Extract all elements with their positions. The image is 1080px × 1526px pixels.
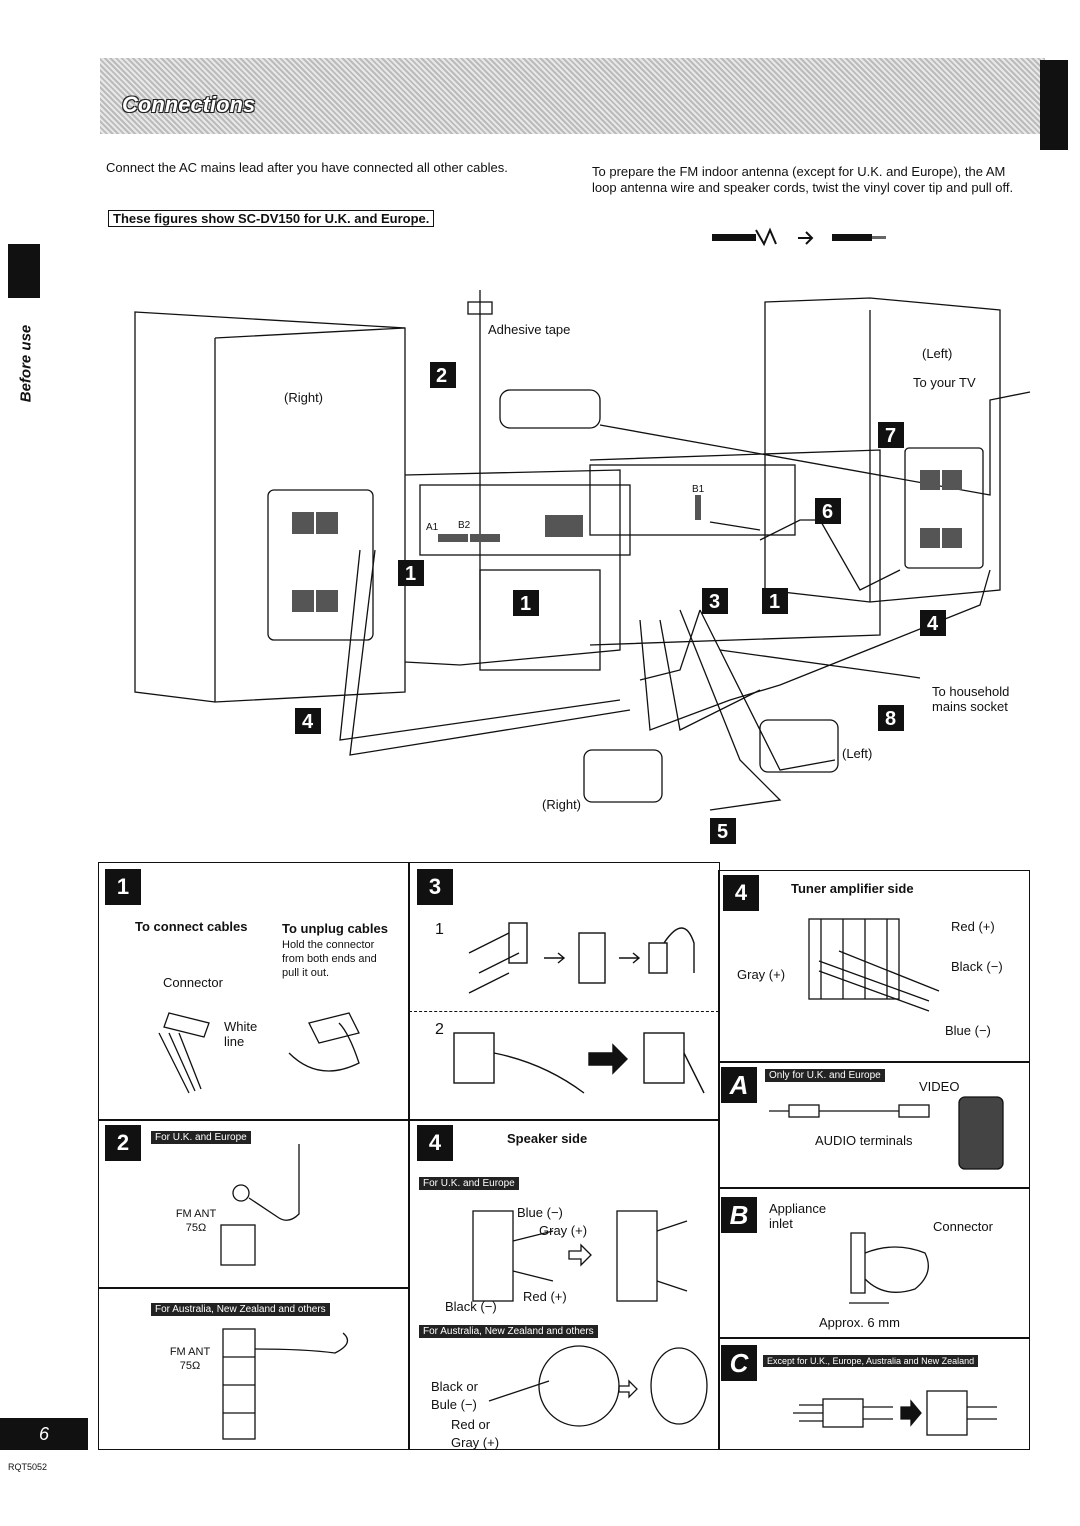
panel-4a-number: 4: [723, 875, 759, 911]
audio-terminals-label: AUDIO terminals: [815, 1133, 913, 1148]
svg-text:1: 1: [769, 591, 780, 613]
page-title: Connections: [122, 92, 256, 117]
panel-4b-badge-uk: For U.K. and Europe: [419, 1177, 519, 1190]
svg-text:8: 8: [885, 708, 896, 730]
speaker-terminal-illustration: [472, 1210, 708, 1427]
connection-diagram: 2 1 1 3 1 6 7 4 4 8 5 A1 B2 B1: [134, 290, 1031, 844]
panel-4-speaker: 4 Speaker side For U.K. and Europe Blue …: [408, 1120, 720, 1450]
tuner-side-title: Tuner amplifier side: [791, 881, 914, 896]
header-banner: Connections: [100, 58, 1045, 134]
panel-c-badge: Except for U.K., Europe, Australia and N…: [763, 1355, 979, 1367]
panel-b: B Appliance inlet Connector Approx. 6 mm: [718, 1188, 1030, 1338]
panel-3-number: 3: [417, 869, 453, 905]
speaker-cable-steps: [453, 922, 705, 1094]
video-label: VIDEO: [919, 1079, 960, 1094]
panel-3: 3 1 2: [408, 862, 720, 1120]
to-tv-label: To your TV: [913, 375, 976, 390]
section-label: Before use: [17, 324, 35, 403]
intro-right: To prepare the FM indoor antenna (except…: [592, 164, 1014, 195]
panel-3-step-2: 2: [435, 1021, 444, 1038]
svg-text:A1: A1: [426, 522, 439, 533]
bule-label: Bule (−): [431, 1397, 477, 1412]
svg-text:5: 5: [717, 821, 728, 843]
left-sub-label: (Left): [842, 746, 873, 761]
panel-2: 2 For U.K. and Europe FM ANT 75Ω: [98, 1120, 410, 1288]
twist-illustration: [712, 227, 886, 247]
svg-text:B2: B2: [458, 520, 471, 531]
appliance-inlet-label: Appliance inlet: [769, 1201, 827, 1231]
page-number: 6: [0, 1418, 88, 1450]
unplug-cables-label: To unplug cables: [282, 921, 388, 936]
fm-antenna-uk: [220, 1144, 300, 1266]
document-code: RQT5052: [8, 1462, 48, 1472]
panel-3-divider: [409, 1011, 719, 1012]
adhesive-tape-label: Adhesive tape: [488, 322, 571, 337]
panel-1-number: 1: [105, 869, 141, 905]
connector-illustration: [158, 1012, 360, 1094]
panel-4b-badge-au: For Australia, New Zealand and others: [419, 1325, 598, 1338]
fm-ant-label-2: FM ANT 75Ω: [169, 1346, 211, 1372]
speaker-gray-label: Gray (+): [539, 1223, 588, 1238]
fm-ant-label-1: FM ANT 75Ω: [175, 1208, 217, 1234]
white-line-label: White line: [224, 1019, 258, 1049]
household-label: To household mains socket: [932, 684, 1010, 714]
tuner-terminal-illustration: [808, 918, 940, 1012]
connect-cables-label: To connect cables: [135, 919, 248, 934]
speaker-black-label: Black (−): [445, 1299, 497, 1314]
panel-a-badge: Only for U.K. and Europe: [765, 1069, 885, 1082]
speaker-side-title: Speaker side: [507, 1131, 588, 1146]
tuner-black-label: Black (−): [951, 959, 1003, 974]
panel-1: 1 To connect cables To unplug cables Hol…: [98, 862, 410, 1120]
edge-mark: [1040, 60, 1068, 150]
svg-text:B1: B1: [692, 484, 705, 495]
panel-a-letter: A: [721, 1067, 757, 1103]
svg-text:4: 4: [927, 613, 939, 635]
panel-c: C Except for U.K., Europe, Australia and…: [718, 1338, 1030, 1450]
connector-b-label: Connector: [933, 1219, 993, 1234]
svg-text:4: 4: [302, 711, 314, 733]
panel-2-number: 2: [105, 1125, 141, 1161]
figure-note: These figures show SC-DV150 for U.K. and…: [108, 210, 435, 227]
connector-label: Connector: [163, 975, 223, 990]
scart-illustration: [769, 1096, 1004, 1170]
intro-left: Connect the AC mains lead after you have…: [106, 160, 508, 175]
speaker-blue-label: Blue (−): [517, 1205, 563, 1220]
speaker-red-label: Red (+): [523, 1289, 567, 1304]
panel-a: A Only for U.K. and Europe VIDEO AUDIO t…: [718, 1062, 1030, 1188]
tuner-blue-label: Blue (−): [945, 1023, 991, 1038]
panel-2-badge-au: For Australia, New Zealand and others: [151, 1303, 330, 1316]
fm-antenna-au: [222, 1328, 349, 1440]
svg-text:7: 7: [885, 425, 896, 447]
panel-4b-number: 4: [417, 1125, 453, 1161]
right-speaker-label: (Right): [284, 390, 324, 405]
panel-4-tuner: 4 Tuner amplifier side Red (+) Black (−)…: [718, 870, 1030, 1062]
black-or-label: Black or: [431, 1379, 478, 1394]
svg-text:1: 1: [405, 563, 416, 585]
red-or-label: Red or: [451, 1417, 491, 1432]
svg-text:6: 6: [822, 501, 833, 523]
gray-plus-label: Gray (+): [451, 1435, 500, 1450]
right-sub-label: (Right): [542, 797, 582, 812]
panel-3-step-1: 1: [435, 921, 444, 938]
panel-2-badge-uk: For U.K. and Europe: [151, 1131, 251, 1144]
unplug-instructions: Hold the connector from both ends and pu…: [282, 939, 377, 979]
svg-text:2: 2: [436, 365, 447, 387]
tuner-gray-label: Gray (+): [737, 967, 786, 982]
appliance-inlet-illustration: [849, 1232, 929, 1304]
panel-2-au: For Australia, New Zealand and others FM…: [98, 1288, 410, 1450]
left-speaker-label: (Left): [922, 346, 953, 361]
tuner-red-label: Red (+): [951, 919, 995, 934]
plug-adapter-illustration: [793, 1390, 997, 1436]
svg-text:1: 1: [520, 593, 531, 615]
section-tab: [8, 244, 40, 298]
panel-b-letter: B: [721, 1197, 757, 1233]
panel-c-letter: C: [721, 1345, 757, 1381]
approx-label: Approx. 6 mm: [819, 1315, 900, 1330]
svg-text:3: 3: [709, 591, 720, 613]
